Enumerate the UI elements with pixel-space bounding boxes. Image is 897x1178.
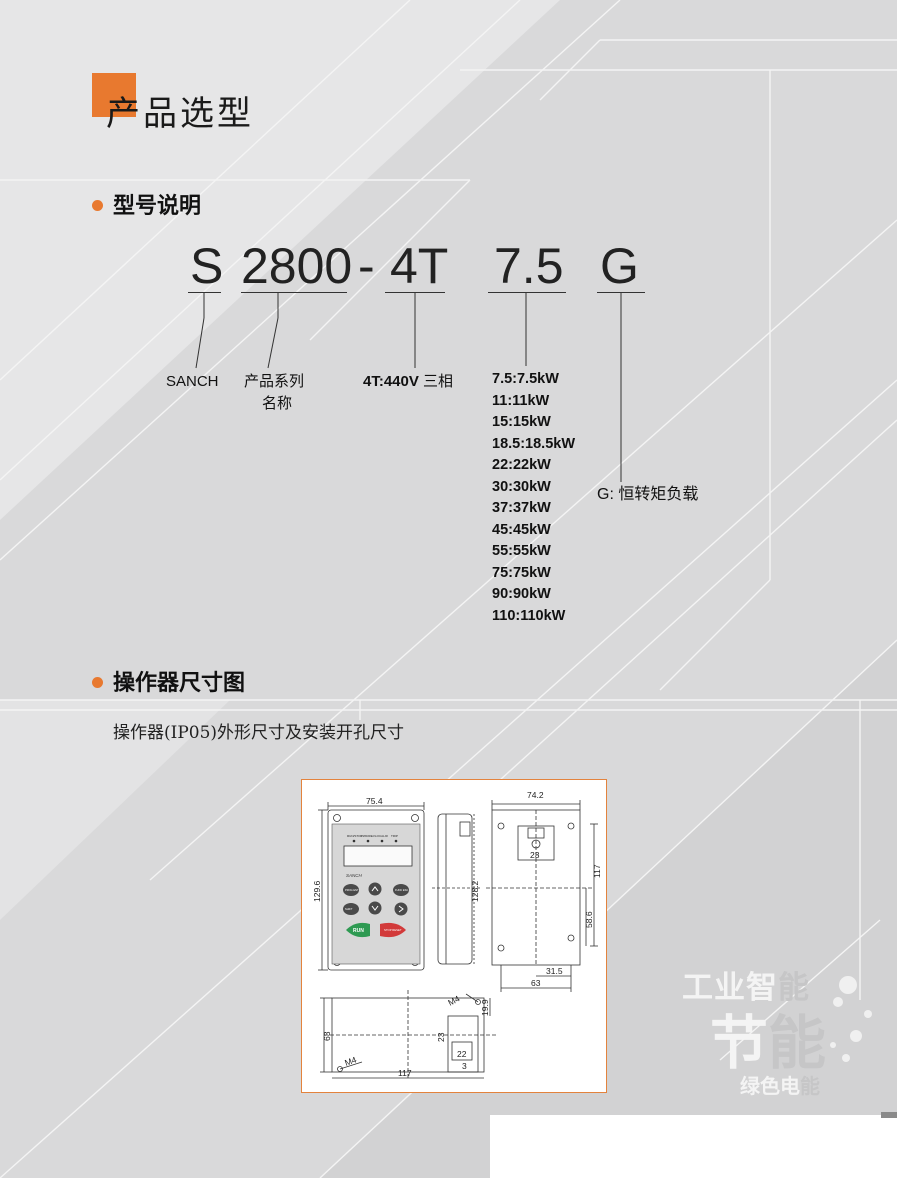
watermark-line1: 工业智能 [682,962,810,1007]
operator-description: 操作器(IP05)外形尺寸及安装开孔尺寸 [113,723,405,743]
page-title: 产品选型 [106,95,254,133]
title-accent-square [92,73,136,117]
dim-screw-bottom: M4 [343,1054,358,1068]
key-stop-shape [380,922,406,938]
keypad-led-3: LOCAL/R [375,834,389,838]
dim-back-bottom: 63 [531,978,541,988]
dim-screw-top: M4 [446,993,461,1008]
dim-cut-23: 23 [436,1032,446,1042]
power-item: 110:110kW [492,607,566,624]
label-voltage: 4T:440V 三相 [363,372,453,392]
power-item: 37:37kW [492,500,551,516]
watermark-line3-highlight: 能 [800,1076,820,1098]
code-part-load: G [600,238,639,294]
power-item: 18.5:18.5kW [492,435,576,452]
model-section-heading: 型号说明 [92,188,201,220]
power-item: 90:90kW [492,586,551,602]
power-item: 7.5:7.5kW [492,371,559,387]
bullet-dot-icon [92,199,103,211]
dim-back-width: 74.2 [527,790,544,800]
bullet-dot-icon [92,676,103,688]
dim-back-inner: 23 [530,850,540,860]
key-prog: PROG ENT [345,888,359,892]
keypad-led-1: RUN/STOP [347,834,362,838]
dim-back-bottom-inner: 31.5 [546,966,563,976]
watermark-line3-text: 绿色电 [740,1076,800,1098]
operator-section-heading: 操作器尺寸图 [92,665,245,697]
power-item: 11:11kW [492,392,550,409]
dim-cut-22: 22 [457,1049,467,1059]
code-part-series: 2800 [241,238,353,294]
label-series-line2: 名称 [262,395,293,412]
keypad-led-2: FWD/REV [361,834,375,838]
code-part-power: 7.5 [494,238,564,294]
operator-section-title: 操作器尺寸图 [113,670,246,695]
dim-cut-height: 63 [322,1031,332,1041]
watermark-line3: 绿色电能 [740,1070,820,1099]
power-item: 15:15kW [492,414,551,430]
label-voltage-value: 4T:440V [363,373,419,390]
label-load-type: G: 恒转矩负载 [597,486,699,503]
watermark-line1-highlight: 能 [778,970,810,1005]
keypad-brand: SANCH [346,873,363,878]
dim-back-right: 117 [592,864,602,878]
watermark-line2-text: 节 [710,1011,769,1076]
dim-side-height: 128.2 [470,880,480,902]
power-item: 75:75kW [492,564,551,581]
keypad-buttons [343,882,409,916]
power-rating-list: 7.5:7.5kW 11:11kW 15:15kW 18.5:18.5kW 22… [492,369,575,627]
key-run-shape [346,922,370,938]
dim-cut-tab: 19.9 [480,999,490,1016]
label-series-line1: 产品系列 [244,373,305,390]
watermark-line2: 节能 [710,996,826,1080]
dim-back-right-lower: 58.6 [584,911,594,928]
power-item: 22:22kW [492,457,551,473]
dim-cut-width: 117 [398,1068,412,1078]
key-run: RUN [353,928,364,934]
label-brand: SANCH [166,373,219,390]
drawing-svg: RUN/STOP FWD/REV LOCAL/R TRIP SANCH PROG… [312,790,602,1080]
watermark-line2-highlight: 能 [768,1011,827,1076]
watermark-line1-text: 工业智 [682,970,778,1005]
keypad-led-4: TRIP [391,834,398,838]
model-section-title: 型号说明 [113,193,202,218]
dim-cut-3: 3 [462,1061,467,1071]
power-item: 45:45kW [492,521,551,538]
operator-dimension-drawing: RUN/STOP FWD/REV LOCAL/R TRIP SANCH PROG… [301,779,607,1093]
key-stop: STOP RESET [384,928,402,932]
keypad-display [343,845,413,867]
power-item: 30:30kW [492,478,551,495]
label-voltage-phase: 三相 [423,373,454,390]
underline-power [488,292,566,293]
dim-front-height: 129.6 [312,880,322,902]
code-part-dash: - [358,238,375,294]
key-shift: SHIFT [345,907,353,911]
key-func: FUNC ESC [395,888,408,892]
power-item: 55:55kW [492,543,551,559]
code-part-voltage: 4T [390,238,449,294]
underline-series [241,292,347,293]
code-part-s: S [190,238,224,294]
dim-front-width: 75.4 [366,796,383,806]
